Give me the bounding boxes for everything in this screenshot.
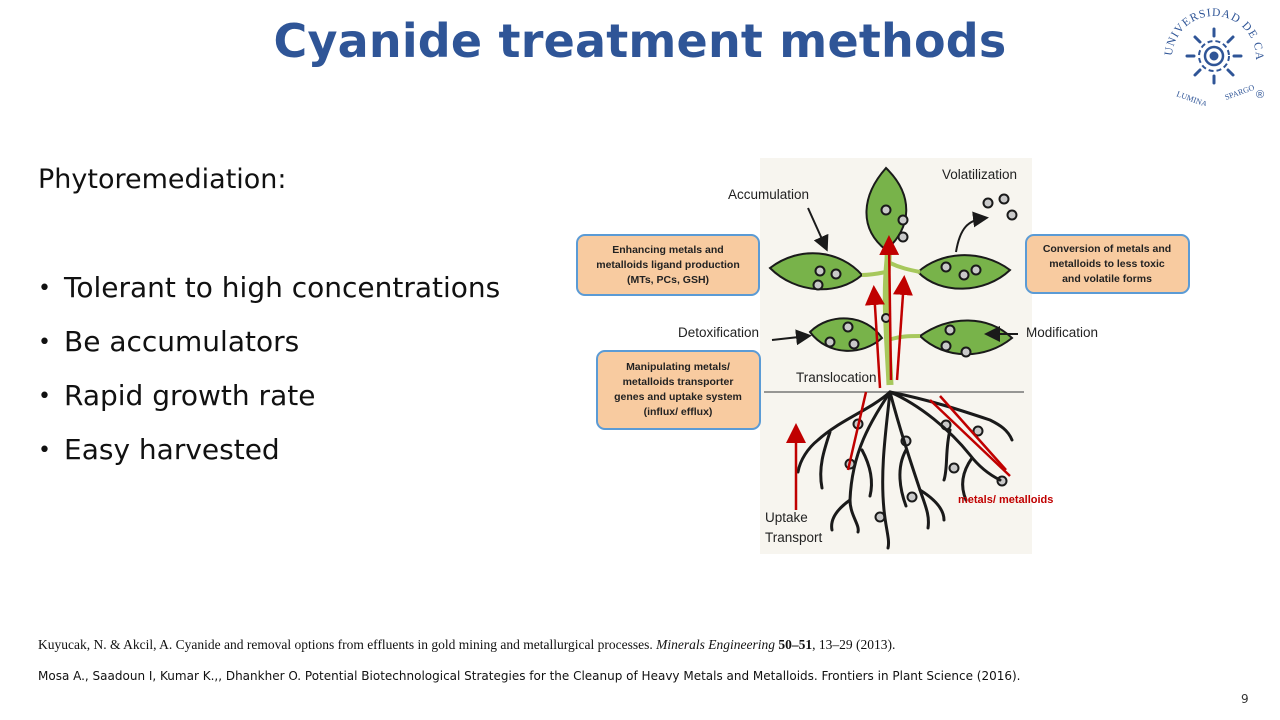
bullet-item: • Easy harvested	[38, 428, 500, 482]
bullet-text: Be accumulators	[64, 325, 300, 358]
reference-2: Mosa A., Saadoun I, Kumar K.,, Dhankher …	[38, 669, 1021, 683]
svg-text:(influx/ efflux): (influx/ efflux)	[644, 406, 713, 418]
label-detoxification: Detoxification	[678, 325, 759, 340]
box-manipulating-transporters: Manipulating metals/ metalloids transpor…	[596, 350, 761, 430]
svg-text:Conversion of metals and: Conversion of metals and	[1043, 243, 1171, 255]
svg-text:genes and uptake system: genes and uptake system	[614, 391, 742, 403]
plant-roots	[796, 390, 1014, 550]
translocation-arrows	[786, 235, 1011, 510]
bullet-icon: •	[38, 384, 51, 409]
bullet-icon: •	[38, 276, 51, 301]
label-metals-metalloids: metals/ metalloids	[958, 494, 1053, 506]
reference-1-authors: Kuyucak, N. & Akcil, A. Cyanide and remo…	[38, 637, 653, 652]
subtitle-phytoremediation: Phytoremediation:	[38, 164, 287, 195]
reference-1-journal: Minerals Engineering	[656, 637, 775, 652]
bullet-item: • Tolerant to high concentrations	[38, 266, 500, 320]
bullet-text: Tolerant to high concentrations	[64, 271, 501, 304]
logo-motto-right: SPARGO	[1224, 83, 1256, 102]
reference-1: Kuyucak, N. & Akcil, A. Cyanide and remo…	[38, 637, 895, 653]
reference-1-volume: 50–51	[778, 637, 813, 652]
bullet-text: Rapid growth rate	[64, 379, 316, 412]
phytoremediation-diagram: Accumulation Volatilization Detoxificati…	[576, 158, 1190, 554]
bullet-list: • Tolerant to high concentrations • Be acc…	[38, 266, 500, 482]
page-number: 9	[1241, 692, 1249, 706]
svg-text:(MTs, PCs, GSH): (MTs, PCs, GSH)	[627, 274, 709, 286]
svg-text:Manipulating metals/: Manipulating metals/	[626, 361, 730, 373]
bullet-item: • Rapid growth rate	[38, 374, 500, 428]
logo-registered-mark: ®	[1256, 89, 1264, 101]
reference-1-pages: , 13–29 (2013).	[812, 637, 896, 652]
bullet-icon: •	[38, 438, 51, 463]
bullet-icon: •	[38, 330, 51, 355]
slide-title: Cyanide treatment methods	[273, 14, 1007, 68]
logo-motto-left: LUMINA	[1175, 89, 1208, 106]
svg-text:metalloids transporter: metalloids transporter	[623, 376, 734, 388]
label-arrows	[771, 207, 1018, 346]
box-conversion-volatile: Conversion of metals and metalloids to l…	[1025, 234, 1190, 294]
svg-text:and volatile forms: and volatile forms	[1062, 273, 1152, 285]
label-translocation: Translocation	[796, 370, 877, 385]
university-logo: UNIVERSIDAD DE CALDAS LUMINA SPARGO ®	[1158, 2, 1264, 106]
label-modification: Modification	[1026, 325, 1098, 340]
label-accumulation: Accumulation	[728, 187, 809, 202]
label-volatilization: Volatilization	[942, 167, 1017, 182]
bullet-item: • Be accumulators	[38, 320, 500, 374]
box-enhancing-ligand: Enhancing metals and metalloids ligand p…	[576, 234, 760, 296]
label-transport: Transport	[765, 530, 823, 545]
svg-text:metalloids to less toxic: metalloids to less toxic	[1049, 258, 1165, 270]
label-uptake: Uptake	[765, 510, 808, 525]
svg-text:metalloids ligand production: metalloids ligand production	[596, 259, 740, 271]
bullet-text: Easy harvested	[64, 433, 280, 466]
svg-text:Enhancing metals and: Enhancing metals and	[612, 244, 723, 256]
